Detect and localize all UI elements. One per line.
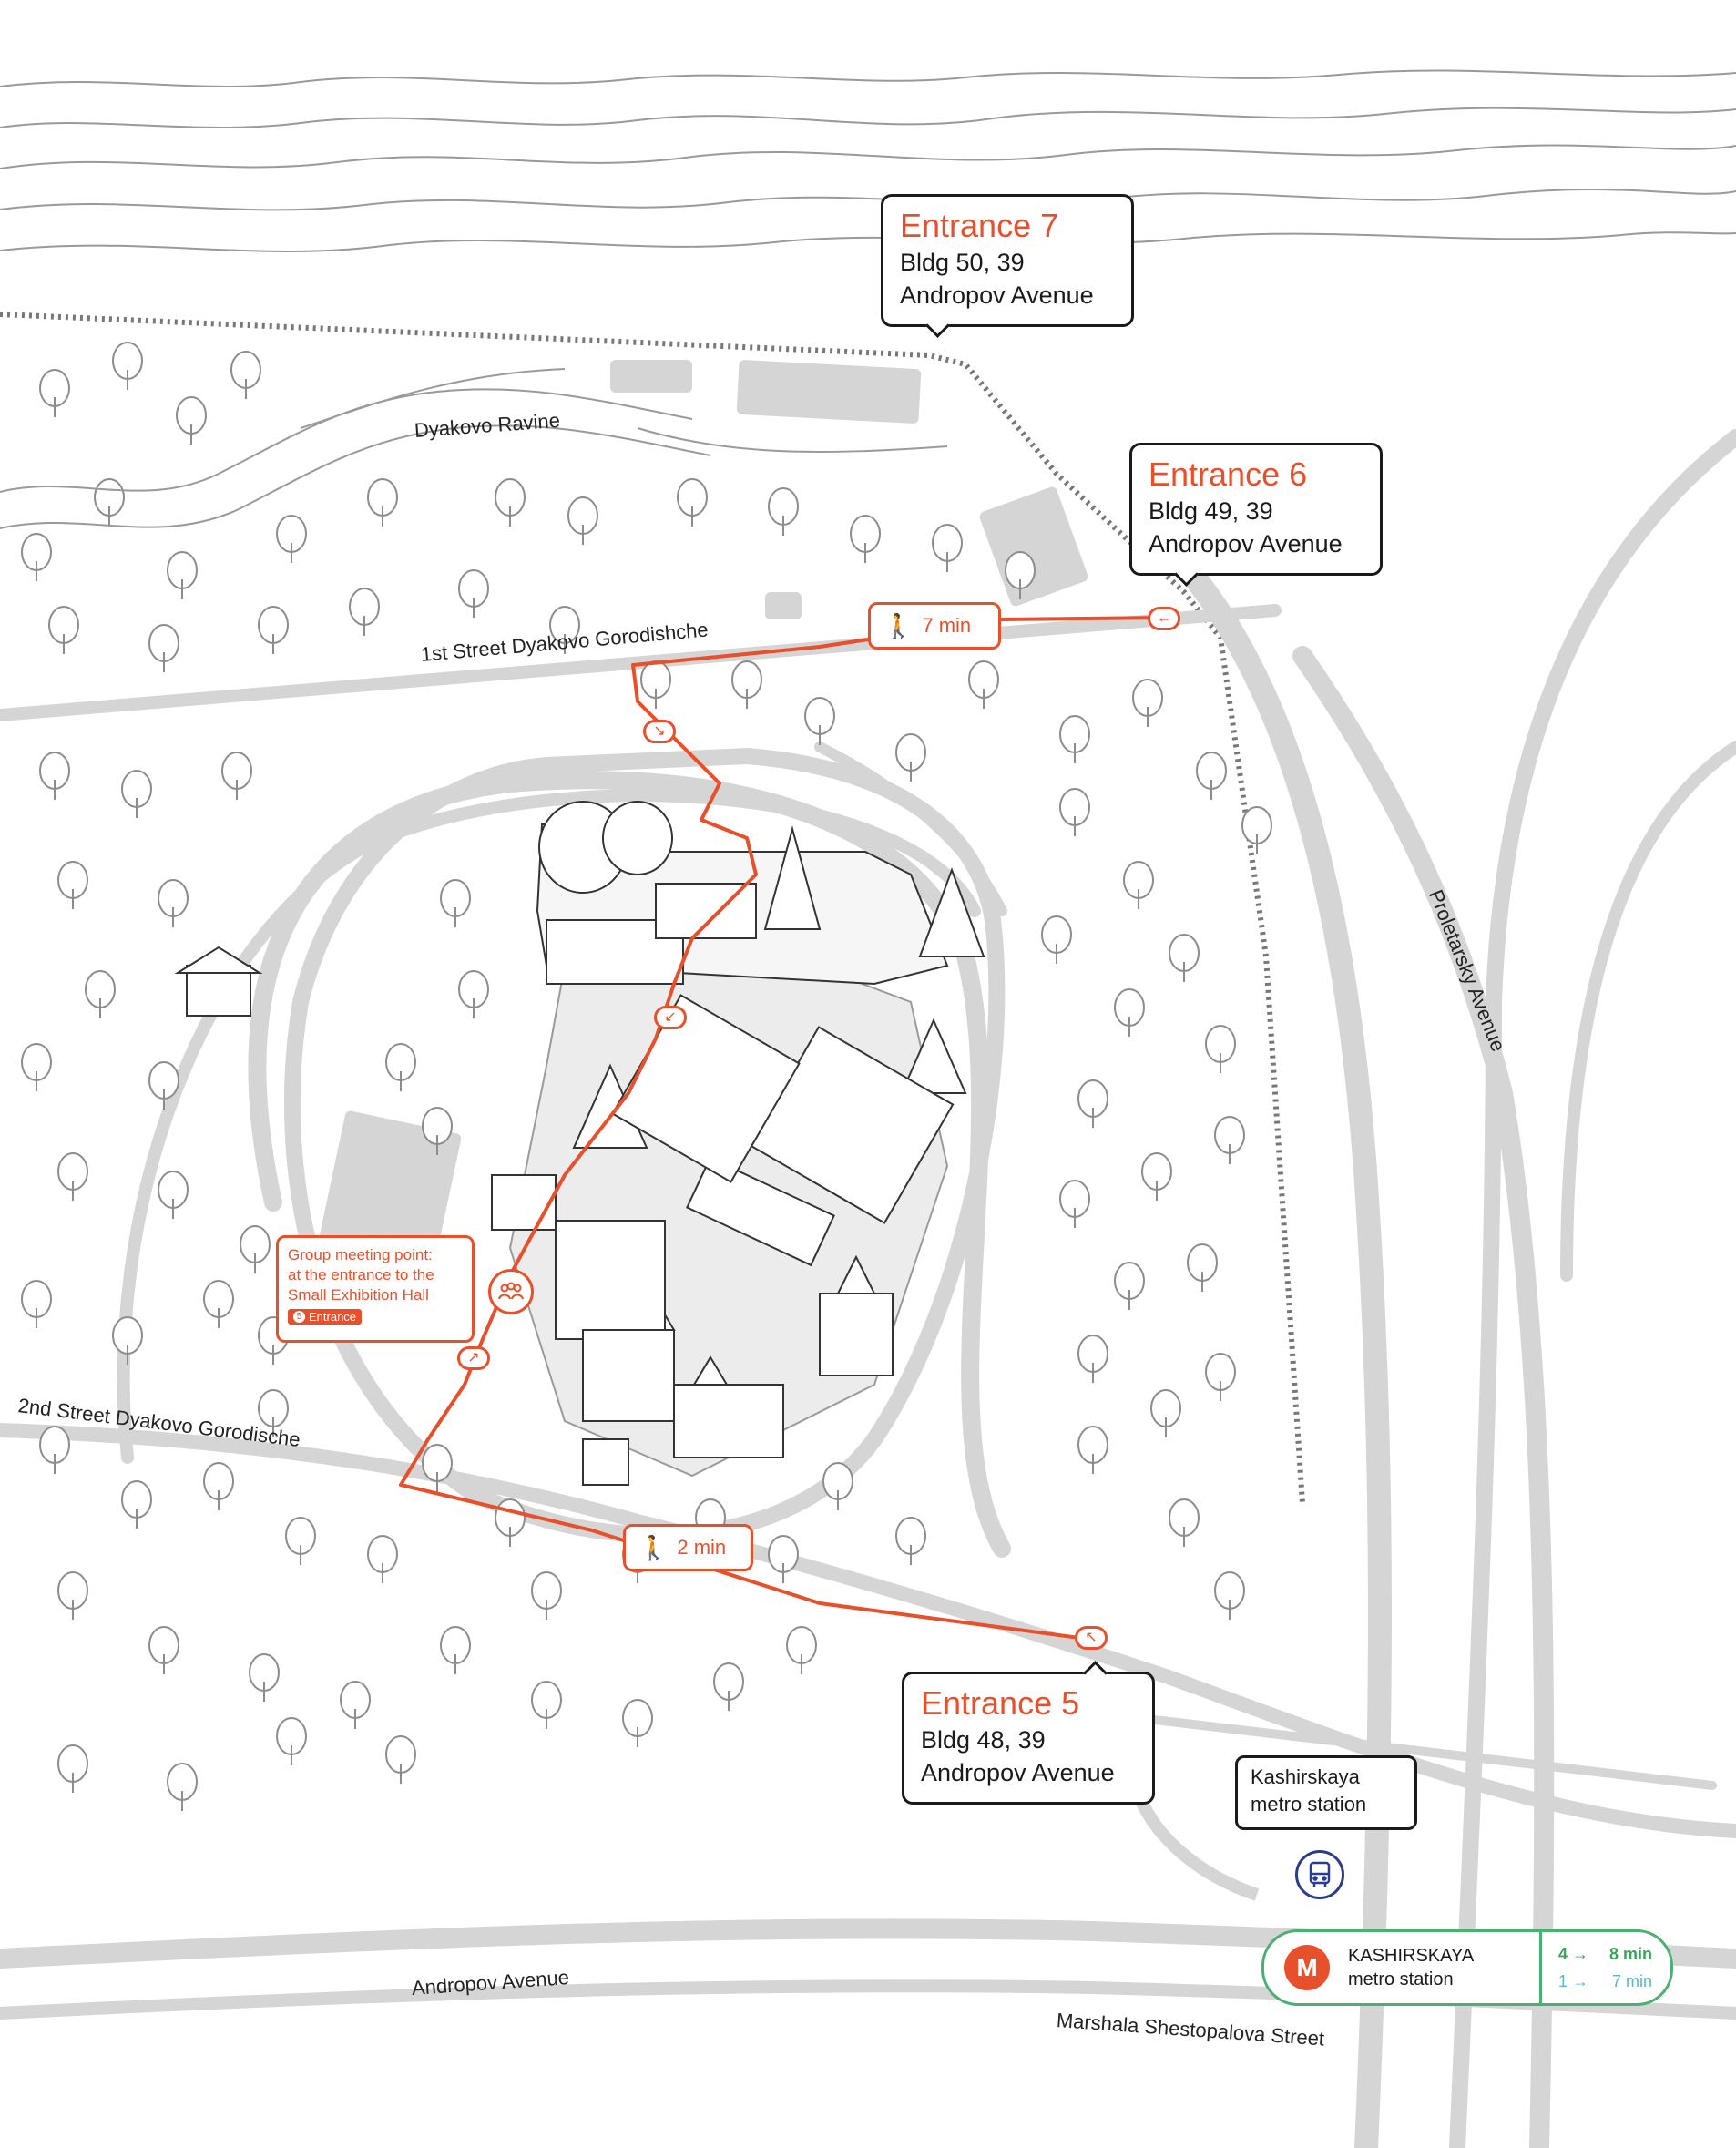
metro-icon: M (1284, 1945, 1330, 1990)
ravine-contours (0, 368, 948, 529)
metro-callout-line-1: Kashirskaya (1251, 1765, 1360, 1788)
entrance-tag-label: Entrance (309, 1310, 357, 1324)
group-icon (488, 1269, 534, 1314)
entrance-5-street: Andropov Avenue (921, 1759, 1115, 1786)
walk-7-min-badge: 🚶 7 min (868, 602, 1001, 650)
metro-subtitle: metro station (1348, 1969, 1454, 1989)
arrow-icon: ↘ (643, 720, 676, 743)
entrance-7-callout[interactable]: Entrance 7 Bldg 50, 39 Andropov Avenue (881, 194, 1134, 338)
entrance-6-street: Andropov Avenue (1149, 530, 1343, 557)
entrance-5-callout[interactable]: Entrance 5 Bldg 48, 39 Andropov Avenue (902, 1661, 1155, 1805)
metro-row-label: 1 → (1558, 1972, 1589, 1990)
group-meeting-point: Group meeting point: at the entrance to … (276, 1235, 475, 1343)
entrance-6-title: Entrance 6 (1149, 455, 1308, 493)
entrance-5-building: Bldg 48, 39 (921, 1726, 1046, 1754)
kolomenskoye-palace (174, 801, 985, 1486)
kashirskaya-metro-card[interactable]: M KASHIRSKAYA metro station 4 → 8 min 1 … (1261, 1929, 1673, 2006)
bus-icon (1295, 1850, 1344, 1899)
walking-route (399, 616, 1165, 1642)
walking-person-icon: 🚶 (883, 611, 914, 639)
entrance-tag-number: 5 (293, 1311, 305, 1323)
metro-times: 4 → 8 min 1 → 7 min (1542, 1940, 1670, 1995)
hills-texture (0, 69, 1736, 252)
park-fence (0, 312, 1305, 1504)
walk-2-min-badge: 🚶 2 min (623, 1524, 753, 1571)
kashirskaya-callout[interactable]: Kashirskaya metro station (1235, 1755, 1417, 1830)
metro-name-block: KASHIRSKAYA metro station (1348, 1944, 1539, 1991)
metro-row-line-1: 1 → 7 min (1558, 1968, 1670, 1995)
metro-row-label: 4 → (1558, 1945, 1589, 1963)
metro-row-time: 8 min (1608, 1945, 1652, 1963)
entrance-tag: 5 Entrance (288, 1309, 363, 1325)
entrance-6-callout[interactable]: Entrance 6 Bldg 49, 39 Andropov Avenue (1129, 443, 1383, 587)
entrance-5-title: Entrance 5 (921, 1684, 1080, 1722)
metro-name: KASHIRSKAYA (1348, 1946, 1475, 1966)
meeting-line-2: at the entrance to the (288, 1266, 434, 1284)
metro-row-line-4: 4 → 8 min (1558, 1940, 1670, 1968)
walk-7-time: 7 min (922, 614, 972, 637)
metro-callout-line-2: metro station (1251, 1793, 1367, 1816)
arrow-icon: ↗ (457, 1346, 490, 1370)
walk-2-time: 2 min (677, 1536, 727, 1559)
meeting-line-1: Group meeting point: (288, 1246, 433, 1263)
arrow-icon: ↙ (654, 1006, 687, 1029)
entrance-7-title: Entrance 7 (900, 207, 1059, 244)
metro-row-time: 7 min (1611, 1972, 1652, 1990)
metro-divider (1539, 1931, 1542, 2004)
entrance-7-building: Bldg 50, 39 (900, 249, 1025, 276)
arrow-icon: ← (1148, 607, 1180, 630)
metro-roads (1132, 1792, 1260, 1901)
arrow-icon: ↖ (1075, 1626, 1108, 1650)
entrance-7-street: Andropov Avenue (900, 281, 1094, 309)
walking-person-icon: 🚶 (638, 1533, 669, 1561)
meeting-line-3: Small Exhibition Hall (288, 1286, 429, 1304)
entrance-6-building: Bldg 49, 39 (1149, 497, 1273, 525)
